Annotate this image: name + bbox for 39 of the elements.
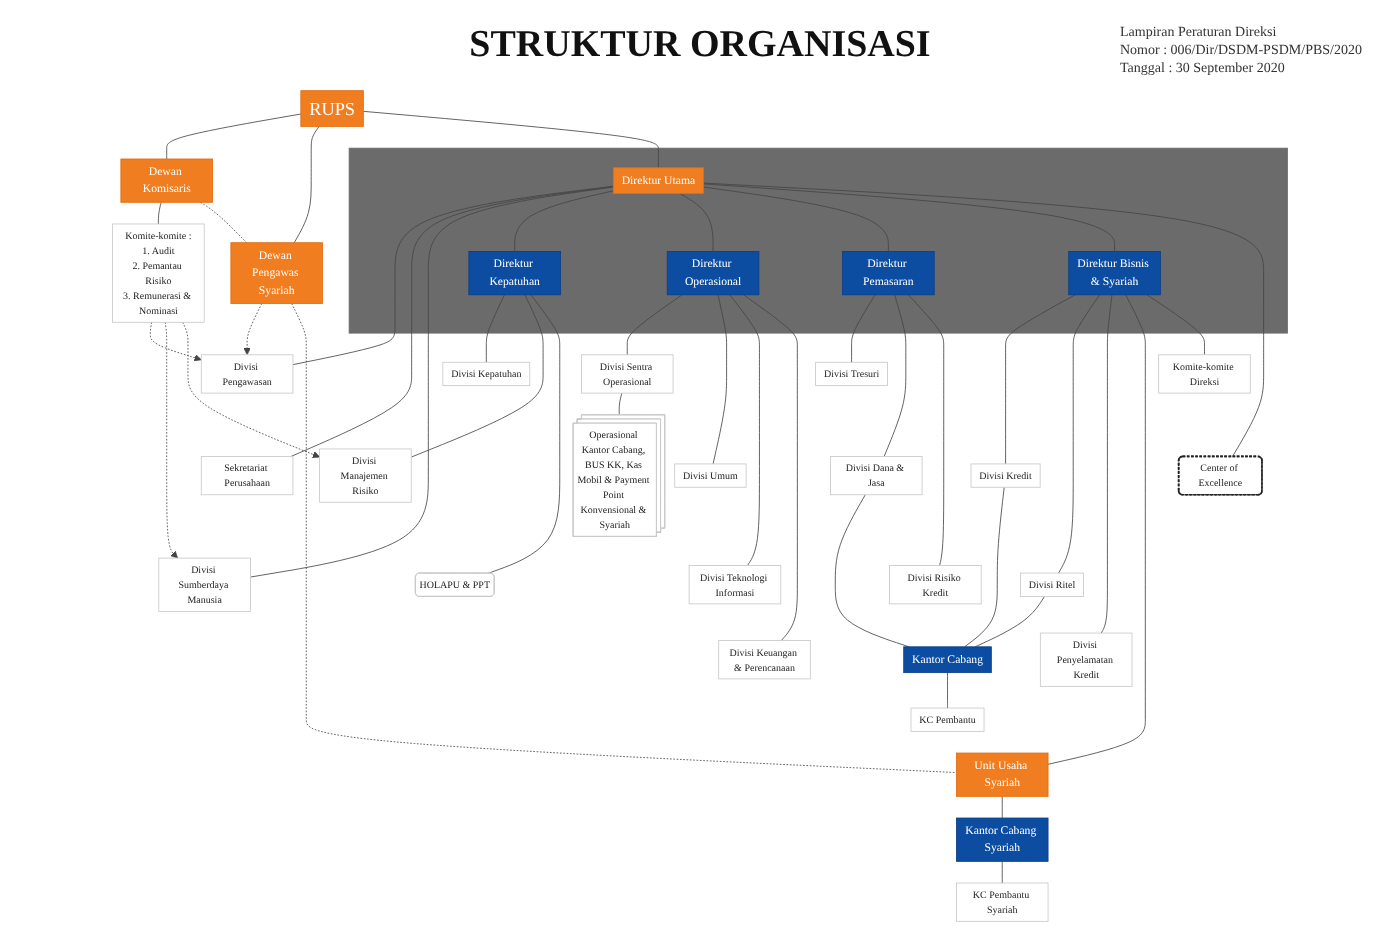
- connector: [679, 193, 714, 252]
- connector: [290, 186, 614, 457]
- connector: [1146, 294, 1205, 356]
- connector: [157, 201, 162, 225]
- connector: [712, 294, 727, 465]
- connector: [1001, 795, 1003, 819]
- node-box: RUPS: [300, 90, 364, 127]
- connector: [362, 110, 659, 169]
- connector: [410, 294, 544, 458]
- connector: [974, 596, 1045, 648]
- connector: [250, 186, 614, 578]
- connector: [703, 186, 889, 252]
- connector: [703, 183, 1115, 252]
- connector: [1005, 294, 1076, 465]
- connector: [947, 672, 948, 709]
- connector: [883, 294, 907, 457]
- connector: [834, 494, 910, 648]
- connector: [907, 294, 945, 566]
- connector: [1047, 294, 1146, 765]
- connector: [743, 294, 798, 641]
- connector: [618, 392, 623, 416]
- diagram-title: STRUKTUR ORGANISASI: [467, 24, 933, 68]
- connector: [293, 126, 320, 244]
- connector: [514, 190, 614, 252]
- connector: [487, 294, 561, 574]
- connector: [703, 182, 1265, 458]
- connector: [1058, 294, 1101, 574]
- connector: [292, 185, 614, 366]
- connector: [851, 294, 876, 363]
- connector: [166, 113, 302, 160]
- connector: [1001, 860, 1003, 884]
- connector: [485, 294, 505, 363]
- connector: [626, 294, 683, 356]
- connector: [200, 201, 248, 244]
- connector: [1100, 294, 1113, 634]
- connector: [729, 294, 760, 566]
- connector: [964, 486, 1005, 648]
- cluster: [348, 147, 1288, 334]
- connector: [291, 303, 957, 773]
